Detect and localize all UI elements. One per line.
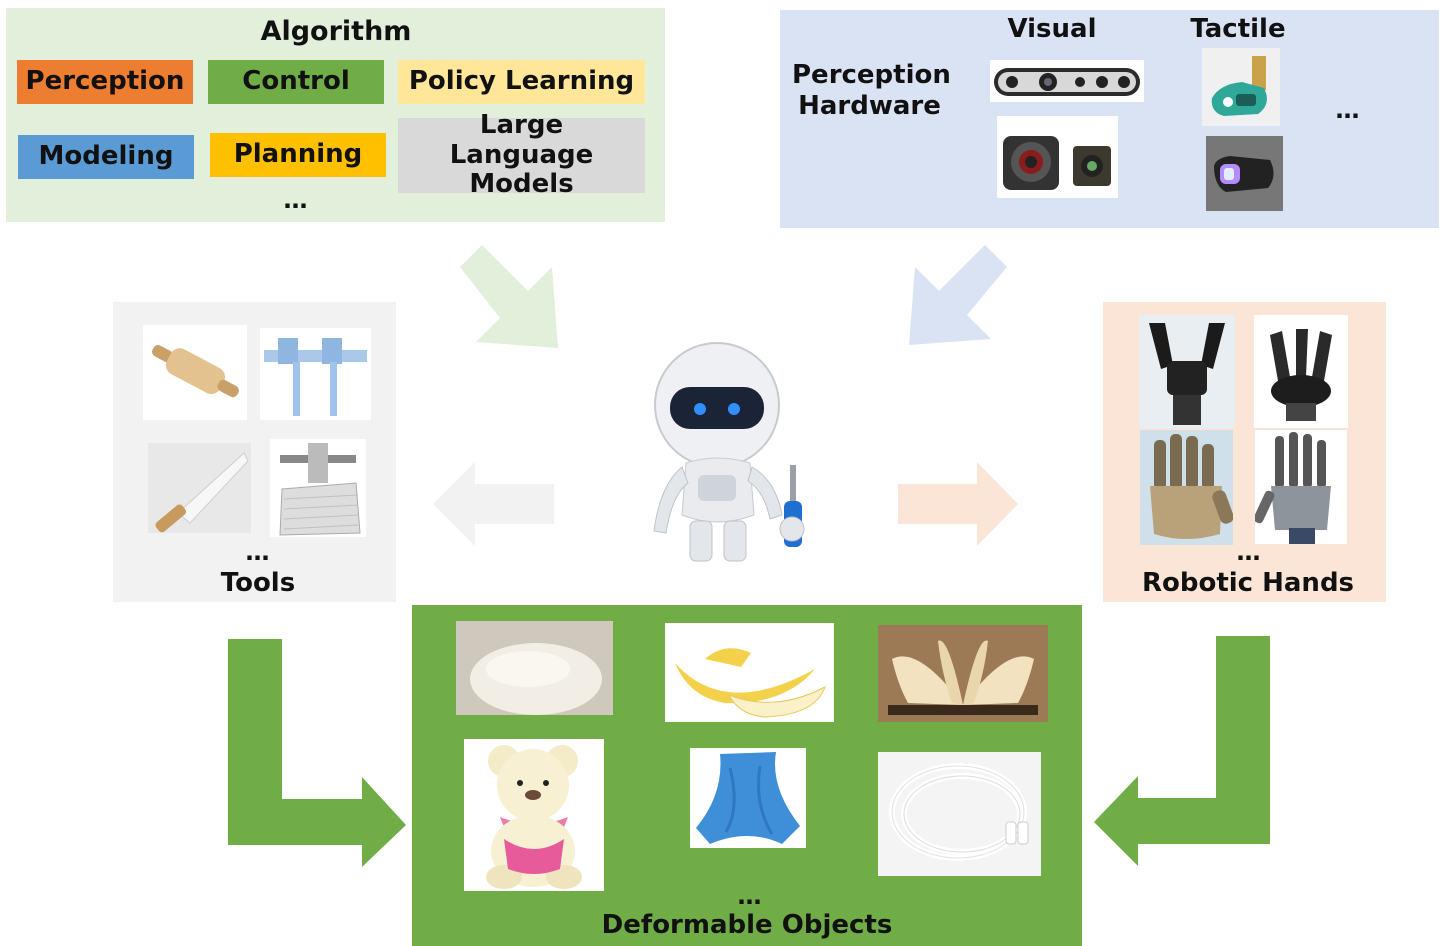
- chip-modeling: Modeling: [18, 135, 194, 179]
- hardware-panel: Perception Hardware Visual Tactile …: [780, 10, 1439, 228]
- industrial-camera-image: [997, 116, 1118, 198]
- tools-more: …: [245, 538, 271, 566]
- tactile-sensor-gripper-image: [1202, 48, 1280, 126]
- algorithm-panel: Algorithm Perception Control Policy Lear…: [6, 8, 665, 222]
- rolling-pin-image: [143, 325, 247, 420]
- visual-label: Visual: [1007, 14, 1097, 44]
- objects-panel: … Deformable Objects: [412, 605, 1082, 946]
- barrett-hand-image: [1254, 315, 1348, 428]
- algorithm-title: Algorithm: [260, 16, 412, 47]
- clamp-tool-image: [260, 328, 371, 420]
- open-book-image: [878, 625, 1048, 722]
- usb-cable-image: [878, 752, 1041, 876]
- humanoid-hand-metal-image: [1255, 430, 1347, 544]
- tools-panel: … Tools: [113, 302, 396, 602]
- tactile-sensor-finger-image: [1206, 136, 1283, 211]
- algorithm-arrow: [460, 245, 558, 348]
- humanoid-hand-tan-image: [1140, 430, 1233, 545]
- tools-title: Tools: [220, 568, 296, 598]
- tactile-label: Tactile: [1190, 14, 1286, 44]
- tools-to-objects-arrow: [228, 639, 406, 867]
- chip-control: Control: [208, 60, 384, 104]
- hardware-more: …: [1335, 96, 1361, 124]
- knife-image: [148, 443, 251, 533]
- algorithm-more: …: [283, 186, 309, 214]
- objects-title: Deformable Objects: [601, 910, 893, 940]
- banana-image: [665, 623, 834, 722]
- dough-image: [456, 621, 613, 715]
- hands-title: Robotic Hands: [1141, 568, 1355, 598]
- hardware-arrow: [909, 245, 1007, 345]
- hands-panel: … Robotic Hands: [1103, 302, 1386, 602]
- chip-perception: Perception: [17, 60, 193, 104]
- chip-policy-learning: Policy Learning: [398, 60, 645, 104]
- hands-to-objects-arrow: [1094, 636, 1270, 866]
- scraper-tool-image: [270, 439, 366, 537]
- chip-large-language-models: Large Language Models: [398, 110, 645, 199]
- robot-with-screwdriver-image: [640, 335, 820, 565]
- hardware-title: Perception Hardware: [792, 60, 951, 121]
- three-finger-gripper-image: [1139, 315, 1235, 428]
- tools-arrow: [433, 462, 554, 546]
- objects-more: …: [737, 882, 763, 910]
- cloth-towel-image: [690, 748, 806, 848]
- hands-more: …: [1236, 538, 1262, 566]
- depth-camera-image: [990, 60, 1144, 102]
- hands-arrow: [898, 462, 1018, 546]
- teddy-bear-image: [464, 739, 604, 891]
- chip-planning: Planning: [210, 133, 386, 177]
